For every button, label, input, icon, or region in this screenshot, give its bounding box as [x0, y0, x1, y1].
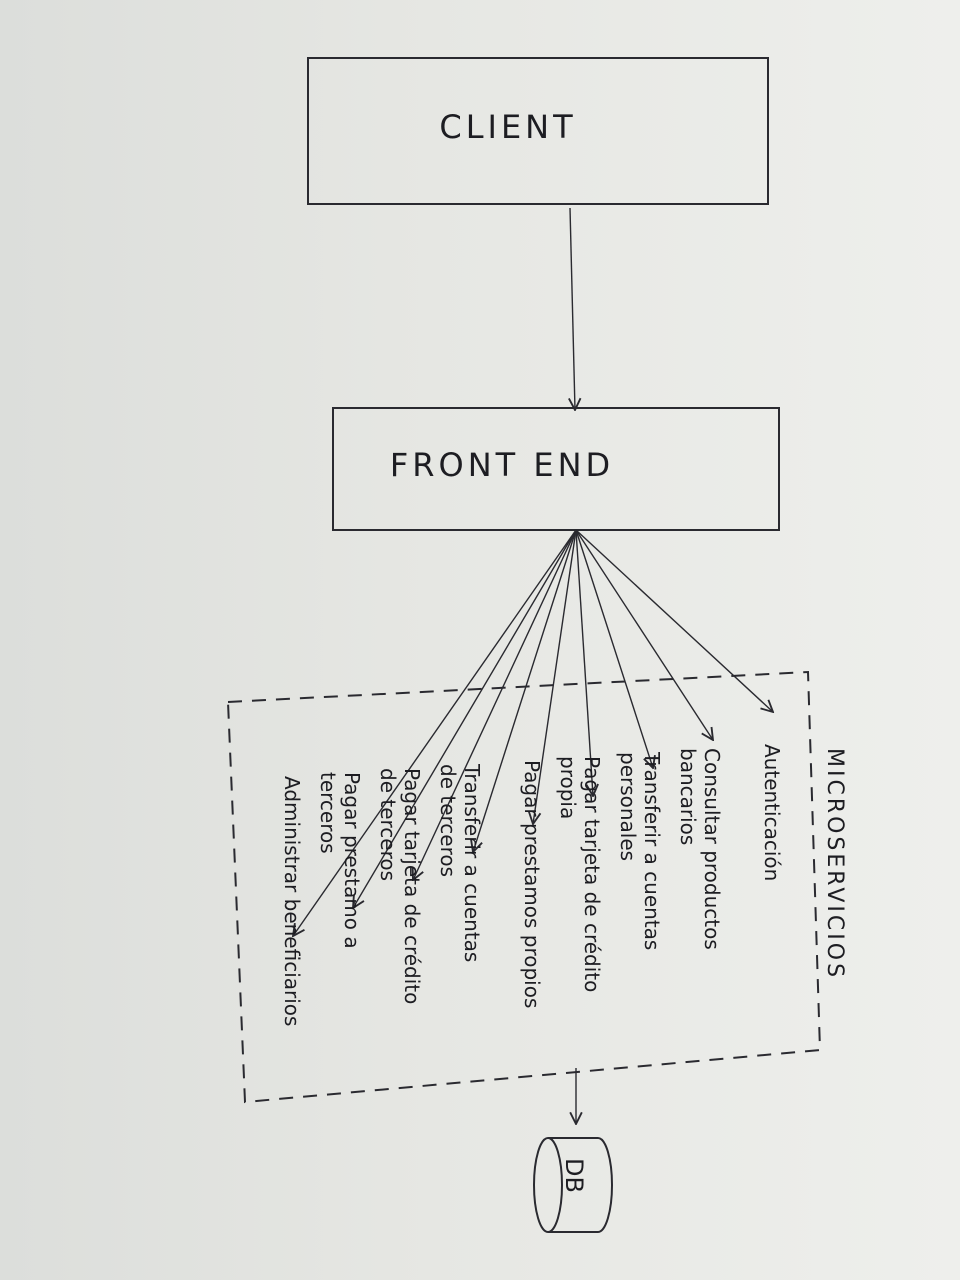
frontend-node: FRONT END	[332, 407, 780, 531]
frontend-fanout-arrows	[293, 529, 773, 936]
fanout-arrow-9	[293, 529, 577, 936]
microservice-item-4: Pagar tarjeta de créditopropia	[556, 756, 604, 992]
microservice-item-6-line-2: de terceros	[436, 764, 460, 877]
fanout-arrow-3	[575, 529, 653, 768]
fanout-arrow-5	[533, 529, 577, 824]
microservice-item-9-line-1: Administrar beneficiarios	[280, 776, 304, 1026]
client-label: CLIENT	[439, 108, 576, 146]
client-box	[307, 57, 769, 205]
microservice-item-5-line-1: Pagar prestamos propios	[520, 760, 544, 1008]
microservice-item-3-line-1: Transferir a cuentas	[640, 751, 664, 950]
microservice-item-9: Administrar beneficiarios	[280, 776, 304, 1026]
fanout-arrow-7	[413, 529, 577, 880]
frontend-box	[332, 407, 780, 531]
microservice-item-8-line-1: Pagar prestamo a	[340, 772, 364, 949]
microservices-list: Autenticación Consultar productosbancario…	[280, 744, 784, 1026]
microservice-item-3: Transferir a cuentaspersonales	[616, 751, 664, 950]
client-node: CLIENT	[307, 57, 769, 205]
db-left-cap	[533, 1137, 563, 1233]
db-label: DB	[560, 1158, 588, 1193]
microservice-item-1: Autenticación	[760, 744, 784, 881]
fanout-arrow-1	[575, 529, 773, 712]
microservice-item-7: Pagar tarjeta de créditode terceros	[376, 768, 424, 1004]
microservice-item-8: Pagar prestamo aterceros	[316, 772, 364, 949]
microservice-item-8-line-2: terceros	[316, 772, 340, 854]
microservice-item-3-line-2: personales	[616, 752, 640, 861]
microservices-group: MICROSERVICIOS Autenticación Consultar pr…	[226, 670, 847, 1104]
microservice-item-7-line-2: de terceros	[376, 768, 400, 881]
microservice-item-5: Pagar prestamos propios	[520, 760, 544, 1008]
microservice-item-7-line-1: Pagar tarjeta de crédito	[400, 768, 424, 1004]
microservice-item-4-line-2: propia	[556, 756, 580, 819]
microservice-item-4-line-1: Pagar tarjeta de crédito	[580, 756, 604, 992]
fanout-arrow-4	[575, 529, 593, 796]
microservices-boundary	[226, 670, 822, 1104]
microservice-item-2: Consultar productosbancarios	[676, 748, 724, 950]
fanout-arrow-6	[473, 529, 577, 852]
microservice-item-2-line-1: Consultar productos	[700, 748, 724, 950]
frontend-label: FRONT END	[390, 446, 614, 484]
db-right-cap	[597, 1137, 613, 1233]
fanout-arrow-8	[353, 529, 577, 908]
fanout-arrow-2	[575, 529, 713, 740]
db-node: DB	[533, 1137, 613, 1233]
microservice-item-6: Transferir a cuentasde terceros	[436, 763, 484, 962]
microservice-item-2-line-2: bancarios	[676, 748, 700, 845]
client-to-frontend-arrow	[570, 207, 575, 410]
microservices-title: MICROSERVICIOS	[822, 748, 847, 980]
microservice-item-6-line-1: Transferir a cuentas	[460, 763, 484, 962]
microservice-item-1-line-1: Autenticación	[760, 744, 784, 881]
